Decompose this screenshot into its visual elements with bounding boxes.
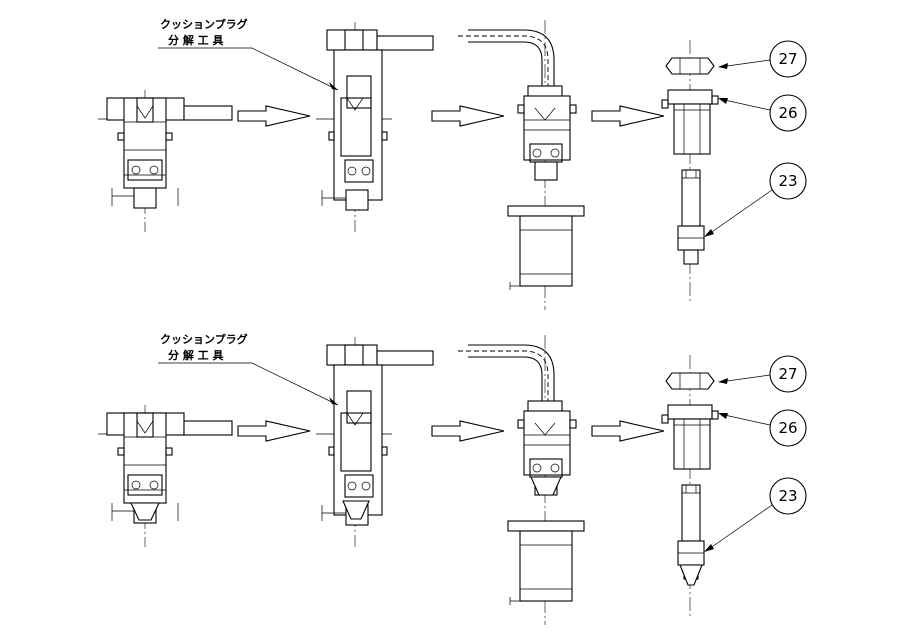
callout-number-23: 23: [778, 487, 797, 505]
tool-label-line2: 分 解 工 具: [168, 348, 224, 362]
stage-2-tool-fitted: [315, 336, 434, 548]
callout-number-27: 27: [778, 50, 797, 68]
tool-label-line1: クッションプラグ: [160, 332, 248, 346]
stage-1-assembled: [97, 404, 233, 548]
process-arrow-3: [591, 105, 665, 127]
callout-number-23: 23: [778, 172, 797, 190]
stage-3-plug-removed: [457, 334, 585, 626]
process-arrow-3: [591, 420, 665, 442]
row-bottom: クッションプラグ 分 解 工 具 27 26 23: [97, 332, 807, 626]
process-arrow-2: [431, 105, 505, 127]
tool-label-line1: クッションプラグ: [160, 17, 248, 31]
callout-23: 23: [704, 162, 807, 237]
callout-number-26: 26: [778, 419, 797, 437]
stage-1-assembled: [97, 89, 233, 233]
process-arrow-1: [237, 420, 311, 442]
callout-27: 27: [718, 40, 807, 78]
callout-27: 27: [718, 355, 807, 393]
callout-number-26: 26: [778, 104, 797, 122]
process-arrow-2: [431, 420, 505, 442]
stage-3-plug-removed: [457, 19, 585, 311]
process-arrow-1: [237, 105, 311, 127]
stage-2-tool-fitted: [315, 21, 434, 233]
tool-label-line2: 分 解 工 具: [168, 33, 224, 47]
callout-26: 26: [718, 94, 807, 132]
row-top: クッションプラグ 分 解 工 具 27 26 23: [97, 17, 807, 311]
callout-26: 26: [718, 409, 807, 447]
callout-23: 23: [704, 477, 807, 552]
stage-4-exploded-parts: [661, 39, 719, 303]
callout-number-27: 27: [778, 365, 797, 383]
